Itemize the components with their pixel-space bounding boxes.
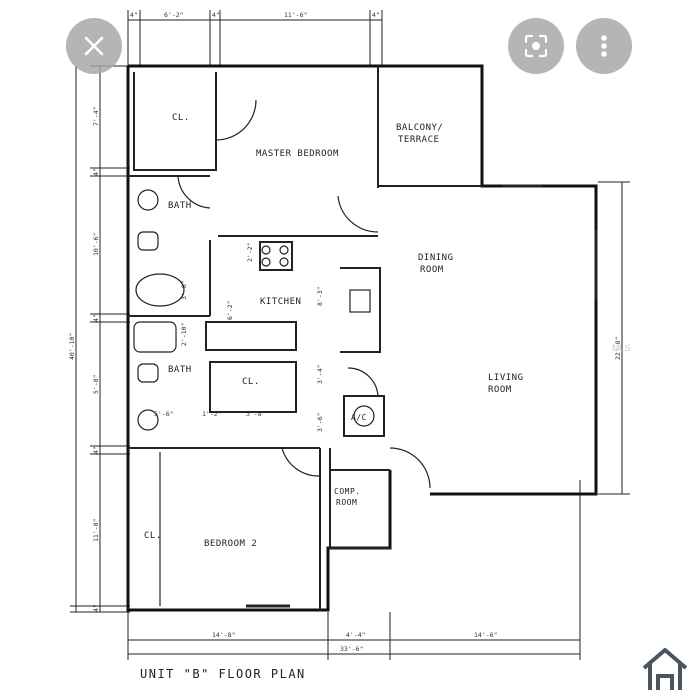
close-icon (84, 36, 104, 56)
label-balcony-2: TERRACE (398, 135, 439, 145)
exterior-walls (126, 64, 598, 612)
label-comp-2: ROOM (336, 498, 357, 507)
label-dining-1: DINING (418, 253, 454, 263)
wall-closet (133, 72, 217, 171)
kitchen-island (205, 321, 297, 351)
close-button[interactable] (66, 18, 122, 74)
label-dining-2: ROOM (420, 265, 444, 275)
door-ac (347, 367, 379, 397)
sink-2 (137, 409, 159, 431)
dim-label: 3'-6" (316, 412, 324, 432)
dim-label: 4" (92, 168, 100, 176)
dims-top: 4" 6'-2" 4" 11'-6" 4" (130, 11, 380, 19)
more-options-button[interactable] (576, 18, 632, 74)
toilet-2 (137, 363, 159, 383)
dim-label: 5'-8" (92, 374, 100, 394)
wall-comp (329, 448, 390, 549)
label-closet-bed2: CL. (144, 531, 162, 541)
dim-label: 6'-2" (226, 300, 234, 320)
dim-label: 4" (92, 446, 100, 454)
kitchen-counter (340, 267, 381, 353)
dims-interior: 2'-2" 3'-6" 8'-3" 6'-2" 2'-10" 3'-4" 5'-… (154, 242, 324, 432)
burner (261, 257, 271, 267)
dim-label: 4" (130, 11, 138, 19)
tub-1 (135, 273, 185, 307)
dim-label: 7'-4" (92, 106, 100, 126)
dim-label: 11'-8" (92, 519, 100, 542)
watermark: MLS (612, 343, 631, 353)
burner (279, 257, 289, 267)
dim-label-total: 40'-10" (68, 333, 76, 360)
door-bath1 (177, 175, 211, 209)
wall-exterior-lower (126, 66, 392, 612)
dim-label: 3'-6" (180, 280, 188, 300)
dim-label: 5'-6" (154, 410, 174, 418)
dim-label: 4" (212, 11, 220, 19)
dim-label: 3'-4" (316, 364, 324, 384)
dim-label: 4'-4" (346, 631, 366, 639)
tub-2 (133, 321, 177, 353)
door-bedroom (337, 195, 379, 233)
label-ac: A/C (351, 413, 367, 422)
label-comp-1: COMP. (334, 487, 361, 496)
dim-label: 3'-8" (246, 410, 266, 418)
plan-title: UNIT "B" FLOOR PLAN (140, 667, 306, 681)
dim-label: 4" (372, 11, 380, 19)
burner (261, 245, 271, 255)
kitchen-sink (349, 289, 371, 313)
dims-bottom: 14'-8" 4'-4" 14'-6" 33'-6" (212, 631, 497, 653)
door-closet (215, 99, 257, 141)
dim-label-right: 22'-8" (614, 337, 622, 360)
dim-label: 1'-2" (202, 410, 222, 418)
door-bedroom2 (281, 447, 321, 477)
visual-search-button[interactable] (508, 18, 564, 74)
dim-label: 14'-6" (474, 631, 497, 639)
burner (279, 245, 289, 255)
label-balcony-1: BALCONY/ (396, 123, 443, 133)
interior-walls (128, 66, 482, 610)
label-bath-1: BATH (168, 201, 192, 211)
sink-1 (137, 189, 159, 211)
label-kitchen: KITCHEN (260, 297, 301, 307)
toilet-1 (137, 231, 159, 251)
dim-label: 4" (92, 604, 100, 612)
label-living-1: LIVING (488, 373, 524, 383)
fixtures (133, 99, 598, 608)
label-master-bedroom: MASTER BEDROOM (256, 149, 339, 159)
visual-search-icon (524, 34, 548, 58)
more-vertical-icon (601, 35, 607, 57)
dim-label: 8'-3" (316, 286, 324, 306)
door-entry (389, 447, 431, 489)
home-icon[interactable] (640, 646, 690, 692)
stove (259, 241, 293, 271)
dim-label-total: 33'-6" (340, 645, 363, 653)
label-bath-2: BATH (168, 365, 192, 375)
ac-closet (343, 395, 385, 437)
dim-label: 10'-6" (92, 233, 100, 256)
wall-exterior-upper (128, 64, 598, 496)
dims-left: 7'-4" 4" 10'-6" 4" 5'-8" 4" 11'-8" 4" 40… (68, 106, 100, 612)
dim-label: 6'-2" (164, 11, 184, 19)
dim-label: 2'-10" (180, 323, 188, 346)
ac-unit (353, 405, 375, 427)
dim-label: 14'-8" (212, 631, 235, 639)
label-living-2: ROOM (488, 385, 512, 395)
closet-center (209, 361, 297, 413)
label-closet-master: CL. (172, 113, 190, 123)
label-bedroom-2: BEDROOM 2 (204, 539, 257, 549)
dim-label: 4" (92, 314, 100, 322)
dim-label: 11'-6" (284, 11, 307, 19)
label-closet-center: CL. (242, 377, 260, 387)
dim-label: 2'-2" (246, 242, 254, 262)
